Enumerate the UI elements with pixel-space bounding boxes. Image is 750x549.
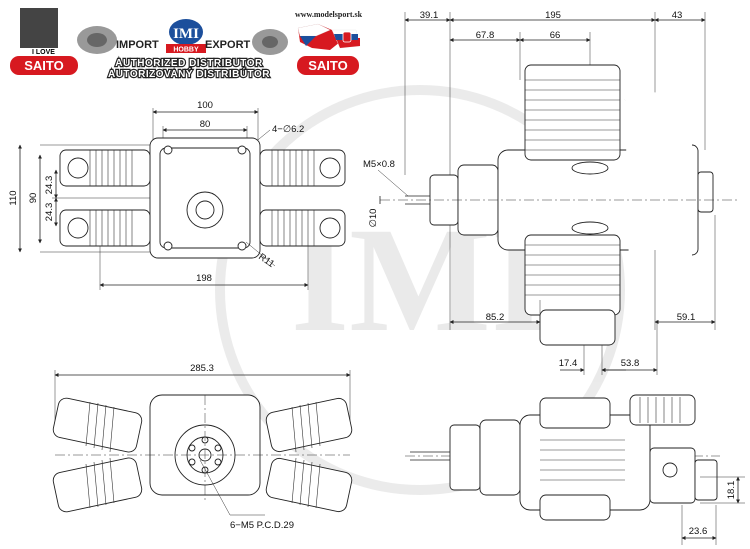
dim-90: 90 (28, 193, 39, 204)
dim-thread: M5×0.8 (363, 159, 395, 170)
dim-59-1: 59.1 (677, 312, 696, 323)
dim-39-1: 39.1 (420, 10, 439, 21)
dim-195: 195 (545, 10, 561, 21)
dim-18-1: 18.1 (726, 481, 737, 500)
dim-holes: 4−∅6.2 (272, 124, 304, 135)
dim-110: 110 (8, 190, 19, 205)
top-side-view: 18.1 23.6 (405, 394, 745, 545)
dim-100: 100 (197, 100, 213, 111)
dim-43: 43 (672, 10, 683, 21)
dim-85-2: 85.2 (486, 312, 505, 323)
dim-24-3-top: 24.3 (44, 176, 55, 195)
dim-shaft-dia: ∅10 (368, 209, 379, 228)
dim-24-3-bottom: 24.3 (44, 203, 55, 222)
engine-photo-right (252, 29, 288, 55)
imi-text: IMI (173, 26, 199, 42)
autorizovany-distributor-text: AUTORIZOVANÝ DISTRIBÚTOR (108, 67, 270, 80)
header-logos: I LOVE SAITO IMPORT IMI HOBBY EXPORT www… (10, 8, 363, 81)
authorized-distributor-text: AUTHORIZED DISTRIBUTOR (115, 58, 263, 69)
website-text: www.modelsport.sk (295, 10, 363, 19)
dim-23-6: 23.6 (689, 526, 708, 537)
saito-left-text: SAITO (24, 58, 64, 73)
side-view: 39.1 195 43 67.8 66 (363, 10, 740, 375)
engine-photo-left (77, 26, 117, 54)
dim-66: 66 (550, 30, 561, 41)
front-view: 100 80 4−∅6.2 (8, 100, 346, 290)
dim-198: 198 (196, 273, 212, 284)
dim-67-8: 67.8 (476, 30, 495, 41)
dim-53-8: 53.8 (621, 358, 640, 369)
dim-17-4: 17.4 (559, 358, 578, 369)
import-text: IMPORT (116, 39, 159, 51)
imi-logo: IMPORT IMI HOBBY EXPORT (116, 19, 251, 54)
export-text: EXPORT (205, 39, 251, 51)
bottom-view: 285.3 6−M5 P.C.D.29 (52, 363, 353, 531)
i-love-saito-logo: I LOVE SAITO (10, 8, 78, 75)
dim-80: 80 (200, 119, 211, 130)
saito-right-text: SAITO (308, 58, 348, 73)
dim-285-3: 285.3 (190, 363, 214, 374)
hobby-text: HOBBY (173, 47, 199, 54)
flags-map (297, 23, 361, 50)
dim-bolt-circle: 6−M5 P.C.D.29 (230, 520, 294, 531)
i-love-text: I LOVE (32, 49, 55, 56)
